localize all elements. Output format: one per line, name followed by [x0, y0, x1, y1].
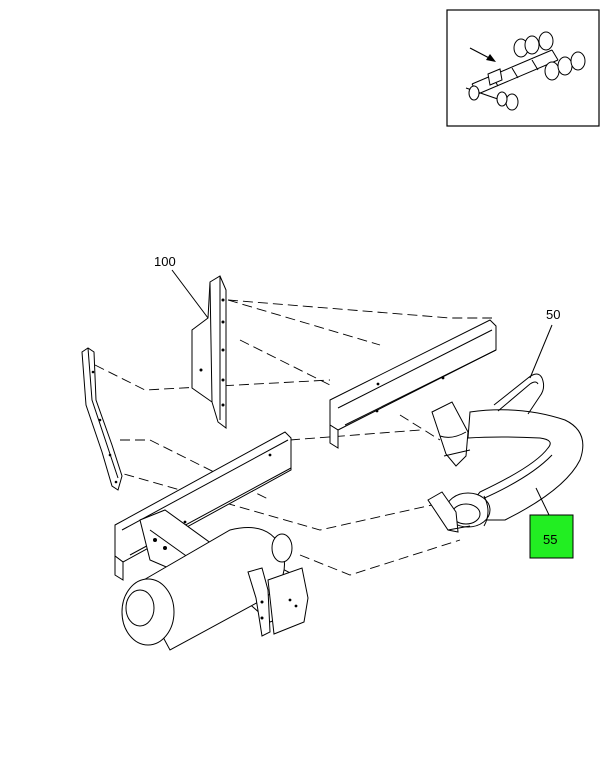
- highlight-box[interactable]: [529, 514, 574, 559]
- highlighted-callout-55[interactable]: 55: [529, 514, 574, 559]
- phantom-frame-outlines: [94, 299, 492, 576]
- small-left-bracket: [81, 347, 123, 491]
- callout-label-100: 100: [154, 254, 176, 269]
- callout-label-50: 50: [546, 307, 560, 322]
- callout-label-55[interactable]: 55: [543, 532, 557, 547]
- u-bolt-part-50: [493, 373, 545, 415]
- truck-chassis-locator-icon: [465, 31, 586, 111]
- callout-leaders: [171, 269, 553, 518]
- locator-arrow-icon: [469, 47, 496, 62]
- muffler-mount-bracket: [247, 567, 309, 637]
- bracket-part-100: [191, 275, 227, 429]
- muffler: [121, 527, 293, 651]
- upper-pipe-clamp: [431, 401, 471, 467]
- locator-inset: [446, 9, 600, 127]
- pipe-outlet-with-clamp: [427, 491, 491, 533]
- rear-frame-rail: [329, 319, 497, 449]
